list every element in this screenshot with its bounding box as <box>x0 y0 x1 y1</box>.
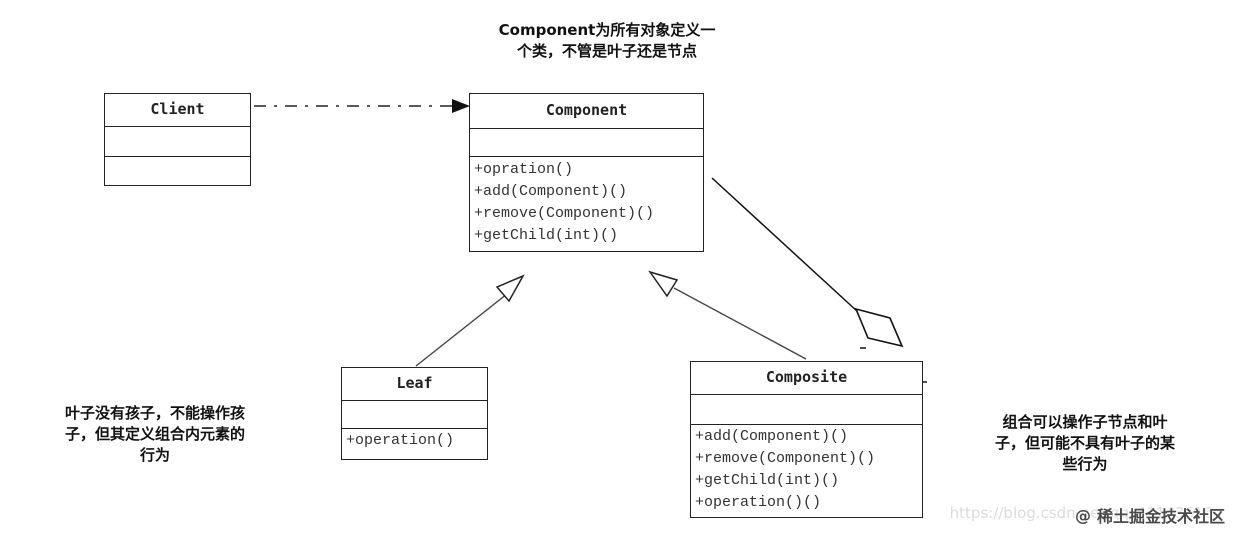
component-method: +add(Component)() <box>474 183 628 200</box>
composite-method: +operation()() <box>695 494 822 511</box>
client-class-name: Client <box>105 94 250 127</box>
composite-generalization-triangle <box>648 270 679 298</box>
client-class-box[interactable]: Client <box>104 93 251 186</box>
leaf-note-line-2: 子，但其定义组合内元素的 <box>64 425 245 443</box>
dependency-arrowhead <box>452 99 470 113</box>
client-methods-compartment <box>105 157 250 184</box>
component-class-box[interactable]: Component +opration() +add(Component)() … <box>469 93 704 252</box>
aggregation-diamond <box>854 307 904 348</box>
composite-note-line-2: 子，但可能不具有叶子的某 <box>994 434 1175 452</box>
composite-note: 组合可以操作子节点和叶 子，但可能不具有叶子的某 些行为 <box>950 412 1220 475</box>
leaf-method: +operation() <box>346 432 455 449</box>
component-class-name: Component <box>470 94 703 129</box>
component-method: +getChild(int)() <box>474 227 619 244</box>
composite-attributes-compartment <box>691 395 922 425</box>
at-sign: @ <box>1074 505 1091 525</box>
leaf-generalization-triangle <box>495 274 525 303</box>
client-attributes-compartment <box>105 127 250 157</box>
component-attributes-compartment <box>470 129 703 157</box>
watermark-brand: 稀土掘金技术社区 <box>1096 507 1225 526</box>
leaf-attributes-compartment <box>342 401 487 429</box>
composite-class-name: Composite <box>691 362 922 395</box>
aggregation-line <box>711 177 859 313</box>
composite-note-line-3: 些行为 <box>1062 455 1108 473</box>
leaf-generalization-line <box>415 289 513 367</box>
component-methods-compartment: +opration() +add(Component)() +remove(Co… <box>470 157 703 249</box>
leaf-note-line-1: 叶子没有孩子，不能操作孩 <box>64 404 245 422</box>
leaf-class-box[interactable]: Leaf +operation() <box>341 367 488 460</box>
leaf-note-line-3: 行为 <box>139 446 170 464</box>
composite-generalization-line <box>673 287 807 360</box>
composite-class-box[interactable]: Composite +add(Component)() +remove(Comp… <box>690 361 923 518</box>
composite-method: +add(Component)() <box>695 428 849 445</box>
leaf-class-name: Leaf <box>342 368 487 401</box>
component-note-line-1: Component为所有对象定义一 <box>498 21 716 39</box>
composite-method: +getChild(int)() <box>695 472 840 489</box>
watermark: https://blog.csdn.net/qq_41143616 @ 稀土掘金… <box>950 503 1225 527</box>
composite-method: +remove(Component)() <box>695 450 876 467</box>
component-note-line-2: 个类，不管是叶子还是节点 <box>516 42 697 60</box>
watermark-url: https://blog.csdn.net/qq_41143616 <box>949 504 1213 522</box>
composite-note-line-1: 组合可以操作子节点和叶 <box>1002 413 1168 431</box>
component-method: +remove(Component)() <box>474 205 655 222</box>
leaf-note: 叶子没有孩子，不能操作孩 子，但其定义组合内元素的 行为 <box>10 403 300 466</box>
composite-methods-compartment: +add(Component)() +remove(Component)() +… <box>691 425 922 516</box>
component-note: Component为所有对象定义一 个类，不管是叶子还是节点 <box>462 20 752 62</box>
component-method: +opration() <box>474 161 574 178</box>
leaf-methods-compartment: +operation() <box>342 429 487 454</box>
